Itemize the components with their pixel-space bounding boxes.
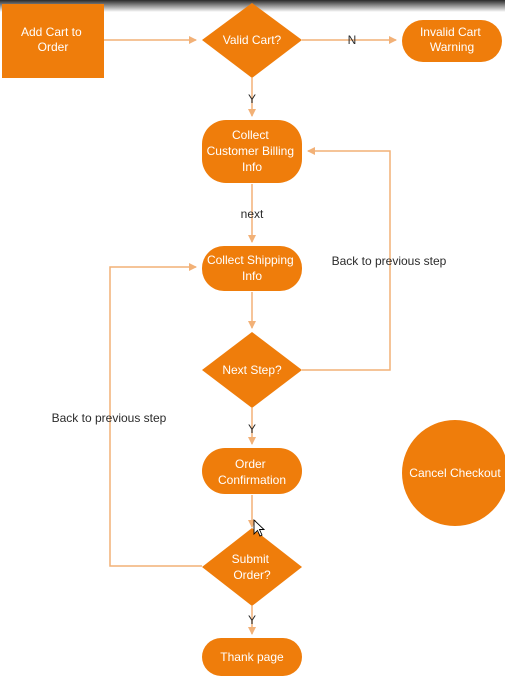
node-valid-cart-decision <box>202 3 302 78</box>
node-add-cart <box>2 4 104 78</box>
edge-labels: N Y next Back to previous step Y Back to… <box>52 33 447 627</box>
label-submit-order: Submit Order? <box>232 552 273 582</box>
edge-label-back-to-billing: Back to previous step <box>332 254 447 268</box>
edge-label-valid-yes: Y <box>248 92 256 106</box>
nodes <box>2 3 505 676</box>
label-collect-billing: Collect Customer Billing Info <box>207 128 298 174</box>
label-cancel-checkout: Cancel Checkout <box>409 466 501 480</box>
edge-nextstep-back-to-billing <box>302 147 391 371</box>
node-next-step-decision <box>202 332 302 408</box>
edges <box>104 36 397 635</box>
label-next-step: Next Step? <box>222 363 282 377</box>
edge-label-valid-no: N <box>348 33 357 47</box>
label-invalid-cart-warning: Invalid Cart Warning <box>420 25 484 54</box>
node-thank-page <box>202 638 302 676</box>
node-submit-order-decision <box>202 528 302 606</box>
label-valid-cart: Valid Cart? <box>223 33 282 47</box>
node-collect-shipping <box>202 246 302 291</box>
edge-submit-back-to-shipping <box>109 263 202 567</box>
mouse-cursor-icon <box>253 518 266 537</box>
edge-label-billing-next: next <box>241 207 264 221</box>
label-add-cart: Add Cart to Order <box>21 25 85 54</box>
label-collect-shipping: Collect Shipping Info <box>207 253 297 283</box>
edge-label-next-step-yes: Y <box>248 422 256 436</box>
edge-label-back-to-shipping: Back to previous step <box>52 411 167 425</box>
label-order-confirmation: Order Confirmation <box>218 457 286 487</box>
label-thank-page: Thank page <box>220 650 284 664</box>
edge-label-submit-yes: Y <box>248 613 256 627</box>
node-collect-billing <box>202 120 302 183</box>
node-order-confirmation <box>202 448 302 494</box>
node-invalid-cart-warning <box>402 20 502 62</box>
node-cancel-checkout <box>402 420 505 526</box>
node-labels: Add Cart to Order Valid Cart? Invalid Ca… <box>21 25 501 664</box>
